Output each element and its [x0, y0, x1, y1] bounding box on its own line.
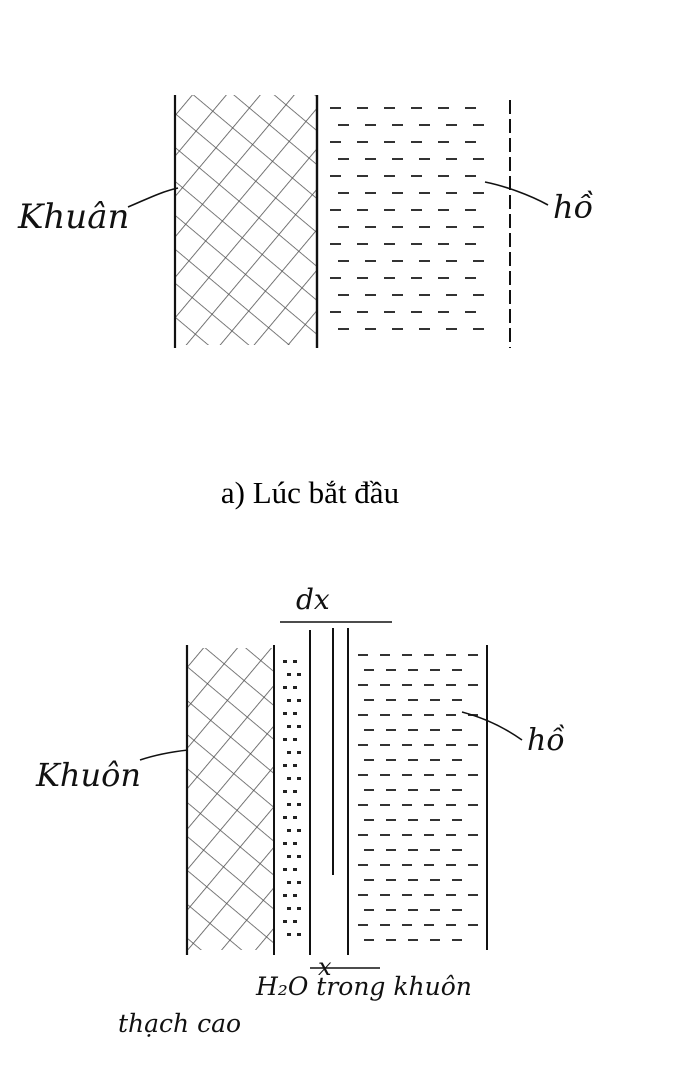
slip-dashes [358, 654, 478, 941]
water-dot [293, 790, 297, 793]
water-dot [287, 855, 291, 858]
slip-label: hồ [527, 723, 565, 758]
mold-hatch-region [175, 95, 317, 345]
mold-leader-line [127, 187, 179, 208]
water-dot [287, 751, 291, 754]
x-label: x [318, 953, 332, 981]
mold-label: Khuôn [35, 756, 141, 794]
water-dot [287, 829, 291, 832]
water-dot [287, 881, 291, 884]
water-dot [283, 660, 287, 663]
water-dot [293, 894, 297, 897]
slip-leader-line [484, 181, 549, 206]
water-dot [283, 894, 287, 897]
mold-hatch-region [187, 648, 274, 950]
water-dot [293, 842, 297, 845]
water-dot [297, 829, 301, 832]
diagram-after: dx x Khuôn hồ H₂O trong khuôn thạch cao [35, 583, 565, 1038]
water-dot [283, 686, 287, 689]
water-dot [297, 933, 301, 936]
water-dot [283, 738, 287, 741]
mold-leader-line [139, 749, 189, 761]
water-dot [293, 738, 297, 741]
water-dot [287, 907, 291, 910]
water-dot [297, 725, 301, 728]
water-dot [297, 777, 301, 780]
water-dot [293, 686, 297, 689]
water-dot [287, 933, 291, 936]
water-dot [293, 712, 297, 715]
water-dot [283, 842, 287, 845]
dx-label: dx [296, 583, 330, 616]
water-dot [283, 920, 287, 923]
water-dot [297, 699, 301, 702]
water-dot [287, 699, 291, 702]
caption-start: a) Lúc bắt đầu [221, 475, 399, 510]
water-dot [283, 764, 287, 767]
water-dot [297, 881, 301, 884]
slip-leader-line [461, 711, 523, 741]
water-dot [283, 712, 287, 715]
water-dot [297, 673, 301, 676]
water-note-line2: thạch cao [118, 1009, 241, 1038]
water-dot [283, 868, 287, 871]
absorbed-water-zone [283, 660, 301, 936]
water-dot [287, 725, 291, 728]
water-dot [297, 855, 301, 858]
water-dot [283, 816, 287, 819]
water-dot [293, 920, 297, 923]
water-dot [287, 803, 291, 806]
diagram-start: Khuân hồ [17, 95, 593, 348]
water-dot [293, 816, 297, 819]
water-dot [293, 868, 297, 871]
mold-label: Khuân [17, 197, 129, 237]
water-dot [293, 660, 297, 663]
water-dot [287, 673, 291, 676]
slip-dashes [330, 107, 484, 330]
water-dot [293, 764, 297, 767]
water-dot [297, 803, 301, 806]
water-dot [287, 777, 291, 780]
slip-label: hồ [553, 188, 593, 226]
water-dot [283, 790, 287, 793]
water-dot [297, 907, 301, 910]
water-note-line1: H₂O trong khuôn [255, 972, 472, 1001]
water-dot [297, 751, 301, 754]
